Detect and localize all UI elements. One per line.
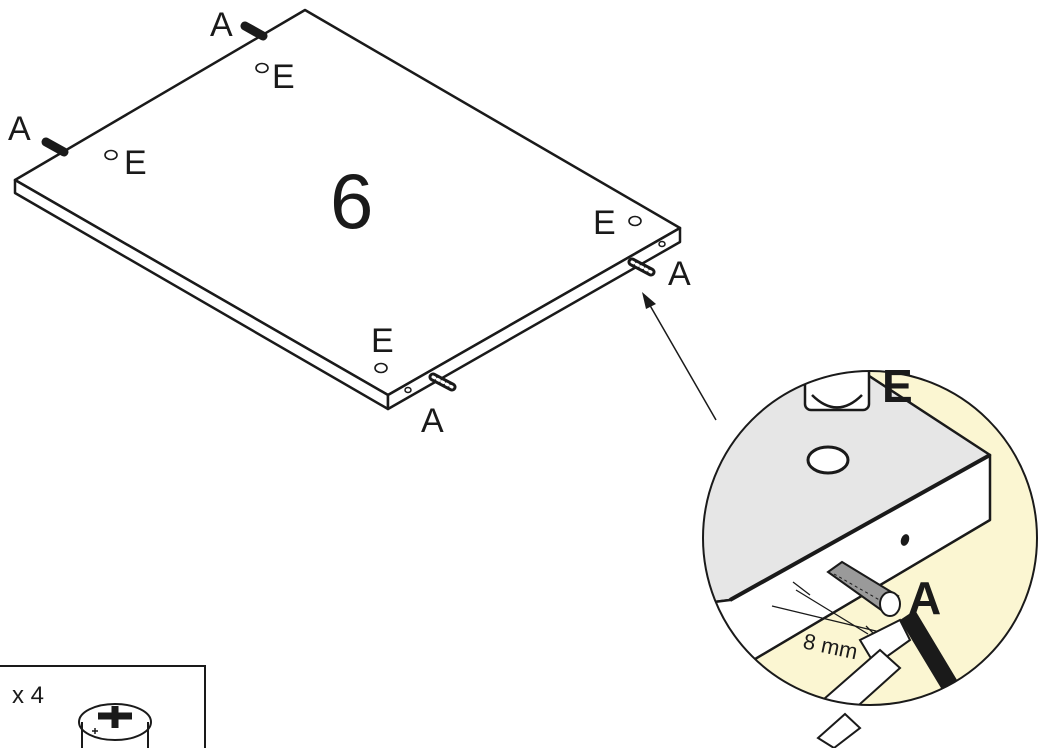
cam-hole (104, 149, 118, 161)
parts-quantity: x 4 (12, 682, 44, 709)
label-cam: E (371, 322, 394, 360)
dowels (41, 21, 656, 392)
detail-dowel-icon (826, 560, 901, 617)
detail-cam-hole (806, 445, 850, 475)
dowel-icon (627, 257, 656, 277)
edge-hole (658, 240, 666, 248)
detail-edge-hole (900, 534, 910, 546)
dowel-icon (240, 21, 268, 41)
cam-hole (374, 362, 388, 374)
screwdriver-handle-icon (816, 712, 862, 748)
label-dowel: A (421, 402, 444, 440)
parts-box: x 4 (0, 665, 206, 748)
cam-hole (628, 215, 642, 227)
panel-number: 6 (330, 157, 373, 245)
dowel-icon (41, 137, 69, 157)
label-dowel: A (668, 255, 691, 293)
label-cam: E (124, 144, 147, 182)
cam-fitting-icon (78, 703, 152, 748)
detail-pointer-arrow (642, 292, 717, 421)
label-dowel: A (210, 6, 233, 44)
detail-magnifier: E A 8 mm (702, 360, 1038, 706)
detail-label-cam: E (882, 360, 913, 412)
screwdriver-icon (798, 610, 960, 705)
detail-label-dowel: A (908, 572, 941, 624)
panel-right-edge (386, 226, 682, 411)
cam-holes (104, 62, 642, 374)
panel-board (13, 8, 682, 411)
label-cam: E (593, 204, 616, 242)
dowel-icon (428, 372, 457, 392)
label-cam: E (272, 58, 295, 96)
cam-hole (255, 62, 269, 74)
label-dowel: A (8, 110, 31, 148)
edge-hole (404, 386, 412, 394)
detail-cam-fitting-icon (803, 371, 871, 412)
